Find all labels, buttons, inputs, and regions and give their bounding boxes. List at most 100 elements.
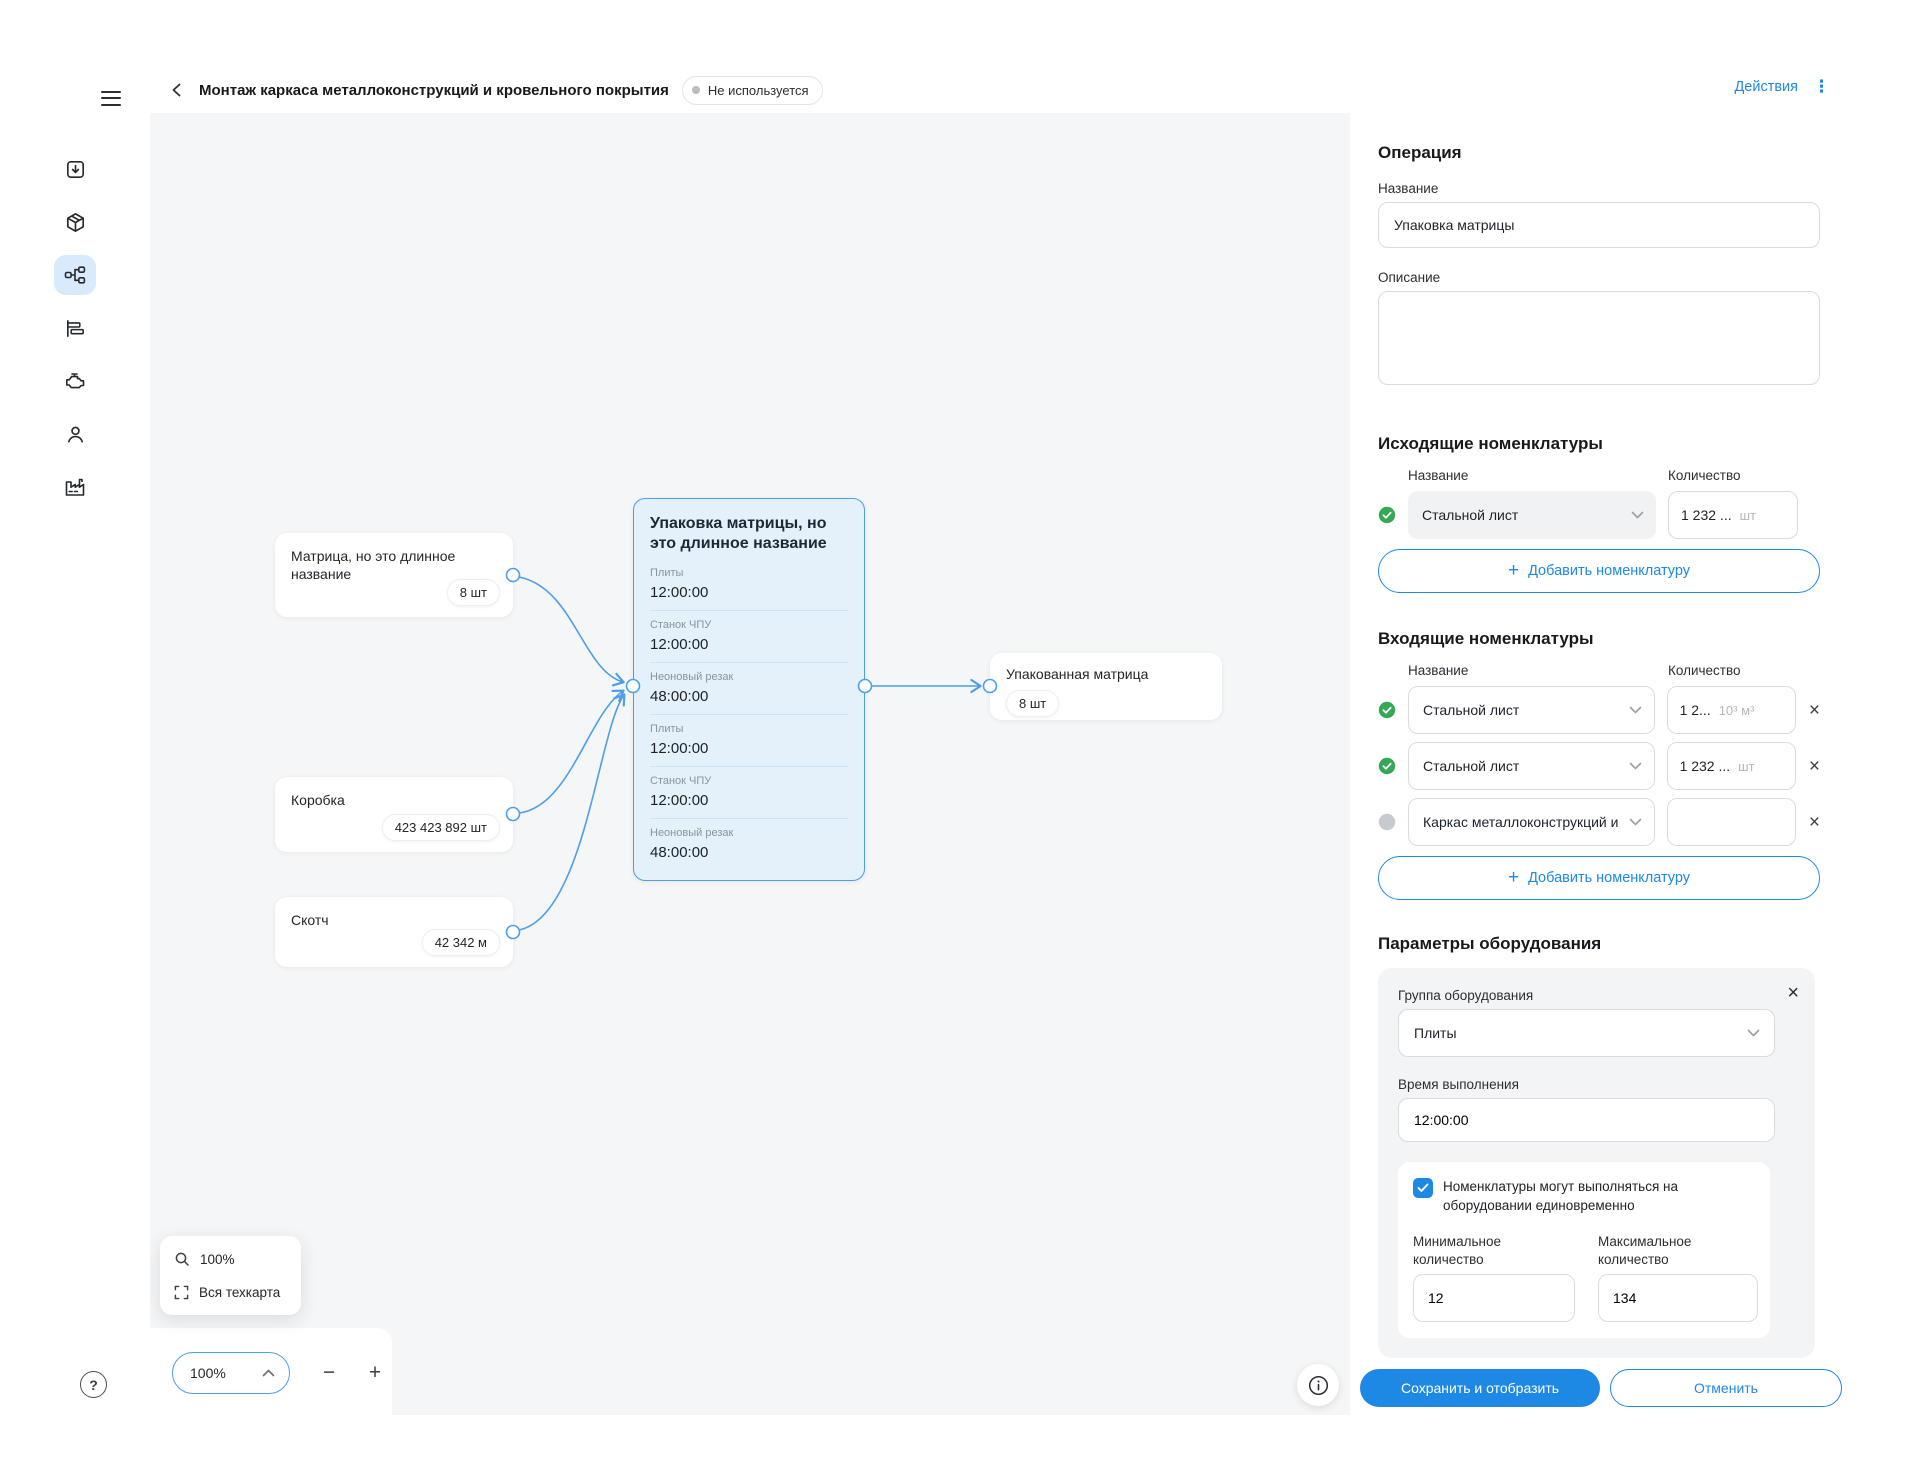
node-title: Матрица, но это длинное название — [291, 548, 456, 583]
unit-label: шт — [1739, 507, 1756, 523]
equipment-time-row: Плиты 12:00:00 — [650, 715, 848, 767]
zoom-menu-item-100[interactable]: 100% — [160, 1242, 301, 1276]
node-title: Упакованная матрица — [1006, 666, 1149, 682]
actions-button[interactable]: Действия — [1734, 78, 1798, 95]
chevron-down-icon — [1629, 706, 1641, 714]
techcard-canvas[interactable]: Матрица, но это длинное название 8 шт Ко… — [150, 113, 1350, 1415]
node-operation-selected[interactable]: Упаковка матрицы, но это длинное названи… — [633, 498, 865, 881]
node-title: Коробка — [291, 792, 345, 808]
equipment-time-row: Неоновый резак 48:00:00 — [650, 826, 734, 861]
operation-name-input[interactable] — [1378, 202, 1820, 248]
info-icon — [1308, 1375, 1328, 1395]
zoom-out-button[interactable]: − — [316, 1360, 342, 1386]
sidebar-item-production[interactable] — [54, 467, 96, 507]
help-button[interactable]: ? — [80, 1371, 107, 1398]
nomenclature-row: Стальной лист 1 232 ... шт × — [1378, 742, 1820, 790]
node-output[interactable]: Упакованная матрица 8 шт — [990, 653, 1222, 720]
kebab-menu-icon[interactable]: ⋮ — [1813, 77, 1830, 96]
zoom-menu-item-fit[interactable]: Вся техкарта — [160, 1276, 301, 1309]
node-quantity-badge: 8 шт — [446, 579, 500, 606]
sidebar-item-equipment[interactable] — [54, 361, 96, 401]
name-label: Название — [1378, 181, 1439, 196]
section-title-incoming: Входящие номенклатуры — [1378, 629, 1594, 648]
nomenclature-row: Каркас металлоконструкций и ... × — [1378, 798, 1820, 846]
status-ok-icon — [1378, 506, 1396, 524]
sidebar-item-users[interactable] — [54, 414, 96, 454]
header: Монтаж каркаса металлоконструкций и кров… — [0, 0, 1920, 113]
quantity-input[interactable]: 1 2... 10³ м³ — [1666, 686, 1796, 734]
sidebar: ? — [0, 113, 150, 1482]
nomenclature-select[interactable]: Стальной лист — [1408, 686, 1655, 734]
remove-row-button[interactable]: × — [1808, 699, 1820, 721]
zoom-in-button[interactable]: + — [362, 1360, 388, 1386]
node-tape[interactable]: Скотч 42 342 м — [275, 897, 513, 967]
nomenclature-select[interactable]: Каркас металлоконструкций и ... — [1408, 798, 1655, 846]
info-button[interactable] — [1297, 1364, 1339, 1406]
sidebar-item-techcard[interactable] — [54, 255, 96, 295]
person-icon — [67, 426, 83, 443]
chevron-down-icon — [1629, 818, 1641, 826]
node-matrix[interactable]: Матрица, но это длинное название 8 шт — [275, 533, 513, 617]
max-quantity-input[interactable] — [1598, 1274, 1758, 1323]
zoom-dropdown-menu: 100% Вся техкарта — [160, 1236, 301, 1315]
panel-scroll-area[interactable]: Операция Название Описание Исходящие ном… — [1350, 113, 1920, 1360]
remove-row-button[interactable]: × — [1808, 755, 1820, 777]
minus-icon: − — [322, 1361, 336, 1384]
status-ok-icon — [1378, 757, 1396, 775]
status-pending-icon — [1378, 813, 1396, 831]
fit-screen-icon — [174, 1285, 189, 1300]
sidebar-item-stages[interactable] — [54, 308, 96, 348]
column-header-quantity: Количество — [1668, 468, 1741, 483]
node-box[interactable]: Коробка 423 423 892 шт — [275, 777, 513, 852]
equipment-group-select[interactable]: Плиты — [1398, 1009, 1775, 1057]
unit-label: 10³ м³ — [1718, 702, 1755, 718]
remove-equipment-group-button[interactable]: × — [1787, 982, 1799, 1004]
cancel-button[interactable]: Отменить — [1610, 1368, 1842, 1407]
simultaneous-card: Номенклатуры могут выполняться на оборуд… — [1398, 1162, 1770, 1339]
execution-time-input[interactable] — [1398, 1098, 1775, 1142]
plus-icon: + — [1507, 560, 1520, 581]
chevron-down-icon — [1631, 511, 1644, 519]
edge-matrix-to-operation — [518, 576, 625, 687]
back-button[interactable] — [168, 81, 186, 99]
sidebar-item-nomenclature[interactable] — [54, 202, 96, 242]
simultaneous-checkbox-label: Номенклатуры могут выполняться на оборуд… — [1443, 1179, 1678, 1213]
equipment-time-row: Плиты 12:00:00 — [650, 559, 848, 611]
section-title-equipment: Параметры оборудования — [1378, 934, 1602, 953]
hamburger-menu-icon[interactable] — [101, 91, 121, 107]
search-icon — [175, 1252, 189, 1266]
equipment-time-row: Станок ЧПУ 12:00:00 — [650, 611, 848, 663]
flowchart-icon — [64, 266, 86, 284]
min-quantity-input[interactable] — [1413, 1274, 1575, 1323]
equipment-time-row: Станок ЧПУ 12:00:00 — [650, 767, 848, 819]
panel-footer: Сохранить и отобразить Отменить — [1350, 1360, 1920, 1415]
column-header-quantity: Количество — [1668, 663, 1741, 678]
equipment-time-row: Неоновый резак 48:00:00 — [650, 663, 848, 715]
min-quantity-label: Минимальное количество — [1413, 1234, 1501, 1267]
quantity-input[interactable]: 1 232 ... шт — [1668, 491, 1798, 539]
chevron-up-icon — [262, 1369, 275, 1377]
section-title-outgoing: Исходящие номенклатуры — [1378, 434, 1603, 453]
edge-tape-to-operation — [518, 693, 626, 931]
nomenclature-select[interactable]: Стальной лист — [1408, 742, 1655, 790]
node-quantity-badge: 423 423 892 шт — [381, 814, 500, 841]
edge-box-to-operation — [518, 689, 625, 814]
sidebar-item-import[interactable] — [54, 149, 96, 189]
page-title: Монтаж каркаса металлоконструкций и кров… — [199, 81, 669, 99]
add-incoming-nomenclature-button[interactable]: + Добавить номенклатуру — [1378, 856, 1820, 900]
node-title: Упаковка матрицы, но это длинное названи… — [650, 515, 827, 553]
simultaneous-checkbox[interactable] — [1413, 1178, 1433, 1198]
save-and-display-button[interactable]: Сохранить и отобразить — [1360, 1368, 1600, 1407]
zoom-level-dropdown[interactable]: 100% — [172, 1352, 290, 1394]
node-quantity-badge: 42 342 м — [421, 929, 500, 956]
question-icon: ? — [89, 1376, 98, 1393]
nomenclature-row: Стальной лист 1 232 ... шт — [1378, 491, 1820, 539]
nomenclature-select[interactable]: Стальной лист — [1408, 491, 1656, 539]
add-outgoing-nomenclature-button[interactable]: + Добавить номенклатуру — [1378, 549, 1820, 593]
chevron-down-icon — [1629, 762, 1641, 770]
section-title-operation: Операция — [1378, 143, 1462, 162]
quantity-input[interactable]: 1 232 ... шт — [1666, 742, 1796, 790]
quantity-input[interactable] — [1666, 798, 1796, 846]
remove-row-button[interactable]: × — [1808, 811, 1820, 833]
operation-description-input[interactable] — [1378, 291, 1820, 385]
